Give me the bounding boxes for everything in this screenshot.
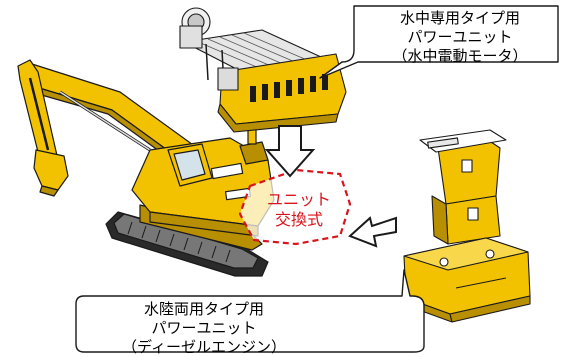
swap-label-line1: ユニット: [266, 190, 331, 209]
bucket: [33, 149, 69, 191]
down-arrow-icon: [264, 125, 316, 178]
excavator: [17, 59, 275, 277]
swap-label: ユニット 交換式: [256, 190, 342, 230]
callout-top-label: 水中専用タイプ用 パワーユニット （水中電動モータ）: [368, 9, 552, 66]
submersible-power-unit: [179, 7, 347, 133]
callout-top-line3: （水中電動モータ）: [392, 47, 528, 65]
left-arrow-icon: [348, 216, 397, 248]
callout-bottom-line1: 水陸両用タイプ用: [143, 300, 264, 318]
callout-bottom-line2: パワーユニット: [151, 319, 257, 337]
amphibious-power-unit: [403, 129, 531, 323]
callout-bottom-line3: （ディーゼルエンジン）: [122, 338, 286, 356]
callout-bottom-bubble: [75, 269, 425, 353]
callout-top-bubble: [319, 5, 559, 79]
swap-label-line2: 交換式: [274, 210, 323, 229]
callout-bottom-label: 水陸両用タイプ用 パワーユニット （ディーゼルエンジン）: [92, 300, 316, 357]
swap-zone-outline: [238, 168, 352, 246]
crawler-track: [105, 211, 269, 277]
callout-top-line1: 水中専用タイプ用: [399, 9, 520, 27]
callout-top-line2: パワーユニット: [407, 28, 513, 46]
